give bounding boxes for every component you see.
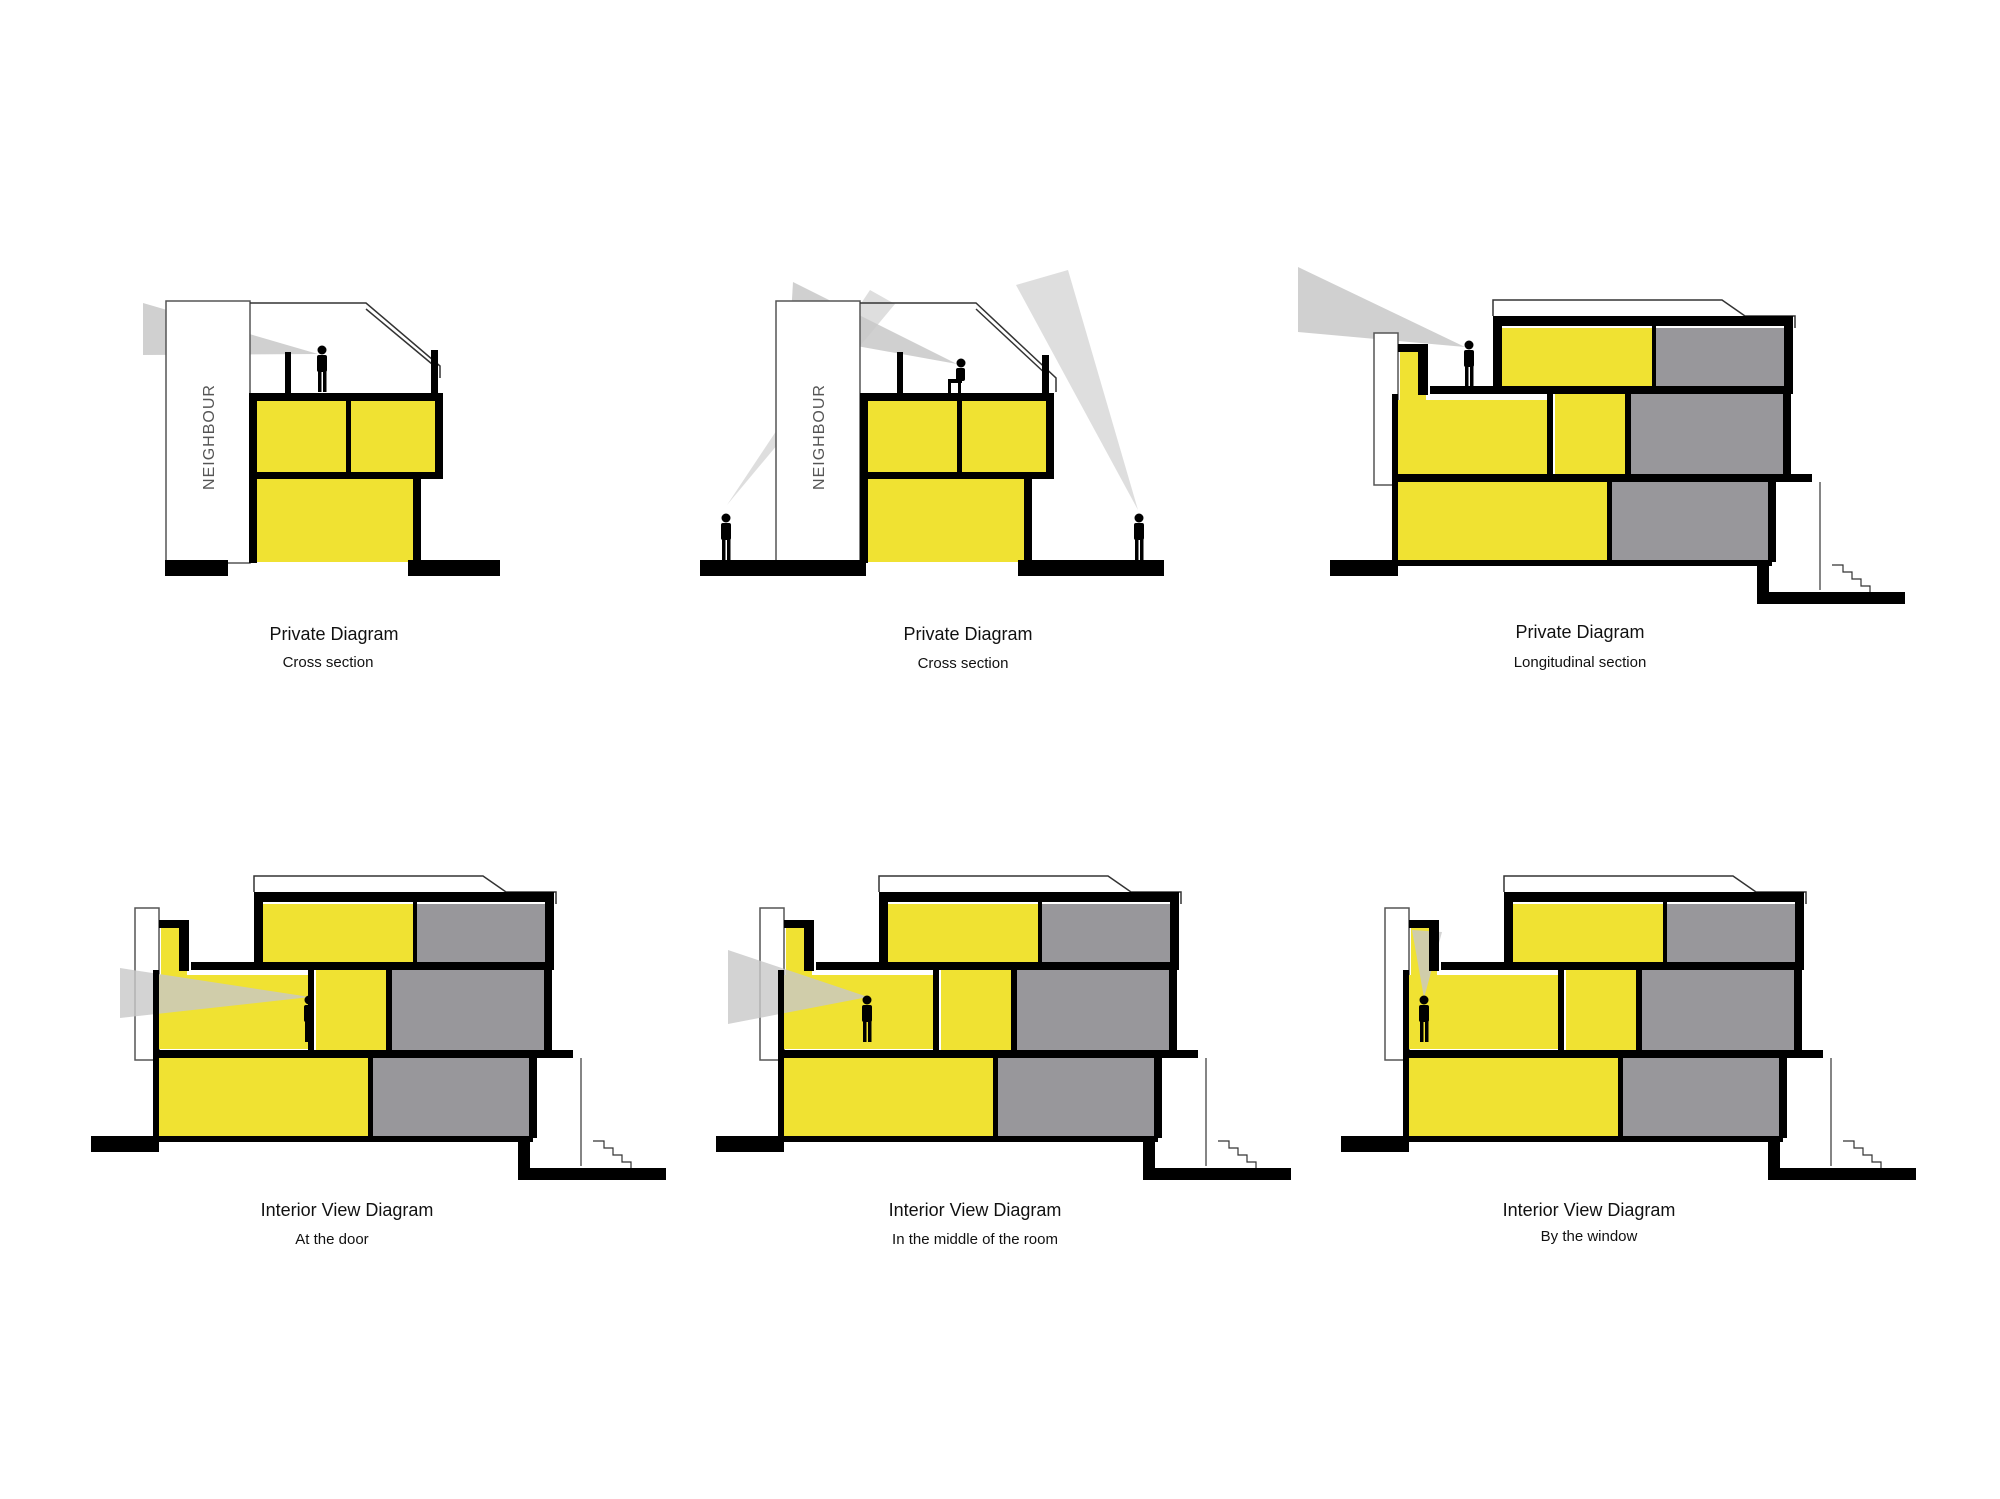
room-low-left xyxy=(1398,481,1608,562)
room-top-right xyxy=(1041,904,1174,962)
person-silhouette xyxy=(1419,995,1429,1042)
person-silhouette-left xyxy=(721,513,731,560)
person-seated-silhouette xyxy=(948,358,966,393)
diagram-subtitle: Longitudinal section xyxy=(1514,654,1647,671)
room-mid-right xyxy=(1016,969,1171,1050)
room-top-right xyxy=(416,904,549,962)
diagram-private-longitudinal-section: Private Diagram Longitudinal section xyxy=(1298,267,1905,671)
roof-outline xyxy=(1503,875,1807,904)
room-upper-right xyxy=(961,400,1046,473)
roof-outline xyxy=(878,875,1182,904)
room-mid-center xyxy=(1555,393,1627,474)
diagram-interior-at-the-door: Interior View Diagram At the door xyxy=(91,875,666,1248)
room-mid-center xyxy=(941,969,1013,1050)
neighbour-label: NEIGHBOUR xyxy=(811,384,828,490)
room-upper-right xyxy=(350,400,435,473)
stairs xyxy=(1830,1058,1882,1168)
neighbour-label: NEIGHBOUR xyxy=(201,384,218,490)
diagram-subtitle: By the window xyxy=(1541,1228,1638,1245)
view-cone xyxy=(1016,270,1138,510)
stairs xyxy=(1205,1058,1257,1168)
room-low-right xyxy=(1623,1057,1785,1138)
room-lower xyxy=(866,478,1024,562)
diagram-private-cross-section-1: NEIGHBOUR Private Diagram Cross section xyxy=(143,300,500,671)
diagram-title: Private Diagram xyxy=(903,624,1032,644)
room-top-right xyxy=(1655,328,1788,386)
room-low-left xyxy=(1409,1057,1619,1138)
person-silhouette xyxy=(304,995,314,1042)
view-cone xyxy=(728,950,868,1024)
room-top-left xyxy=(263,904,413,962)
room-mid-center xyxy=(1566,969,1638,1050)
structure xyxy=(1341,892,1916,1180)
room-mid-left xyxy=(1409,975,1561,1049)
diagram-interior-by-the-window: Interior View Diagram By the window xyxy=(1341,875,1916,1245)
person-silhouette xyxy=(1464,340,1474,387)
person-silhouette xyxy=(317,345,327,392)
structure xyxy=(1330,316,1905,604)
stairs xyxy=(580,1058,632,1168)
roof-outline-inner xyxy=(975,308,1049,377)
structure xyxy=(165,350,500,576)
structure xyxy=(716,892,1291,1180)
room-mid-center xyxy=(316,969,388,1050)
room-mid-right xyxy=(1641,969,1796,1050)
diagram-subtitle: Cross section xyxy=(283,654,374,671)
room-mid-right xyxy=(1630,393,1785,474)
view-cone xyxy=(1298,267,1465,347)
room-lower xyxy=(255,478,413,562)
diagram-private-cross-section-2: NEIGHBOUR xyxy=(700,270,1164,672)
person-silhouette-right xyxy=(1134,513,1144,560)
diagram-title: Interior View Diagram xyxy=(1503,1200,1676,1220)
roof-outline xyxy=(250,302,441,378)
roof-outline xyxy=(1492,299,1796,328)
diagram-subtitle: In the middle of the room xyxy=(892,1231,1058,1248)
roof-outline xyxy=(860,302,1057,392)
roof-outline-inner xyxy=(365,308,433,365)
room-low-left xyxy=(159,1057,369,1138)
room-low-right xyxy=(1612,481,1774,562)
person-silhouette xyxy=(862,995,872,1042)
structure xyxy=(700,352,1164,576)
diagram-subtitle: At the door xyxy=(295,1231,368,1248)
room-top-left xyxy=(1513,904,1663,962)
room-upper-left xyxy=(866,400,958,473)
room-low-left xyxy=(784,1057,994,1138)
room-mid-right xyxy=(391,969,546,1050)
room-mid-left xyxy=(1398,400,1550,474)
room-upper-left xyxy=(255,400,347,473)
diagram-title: Interior View Diagram xyxy=(889,1200,1062,1220)
diagram-subtitle: Cross section xyxy=(918,655,1009,672)
room-top-right xyxy=(1666,904,1799,962)
view-cone xyxy=(120,968,310,1018)
diagram-title: Interior View Diagram xyxy=(261,1200,434,1220)
roof-outline xyxy=(253,875,557,904)
room-low-right xyxy=(998,1057,1160,1138)
room-low-right xyxy=(373,1057,535,1138)
stairs xyxy=(1819,482,1871,592)
diagram-title: Private Diagram xyxy=(269,624,398,644)
diagram-interior-middle-of-room: Interior View Diagram In the middle of t… xyxy=(716,875,1291,1248)
room-top-left xyxy=(1502,328,1652,386)
room-top-left xyxy=(888,904,1038,962)
diagram-title: Private Diagram xyxy=(1515,622,1644,642)
